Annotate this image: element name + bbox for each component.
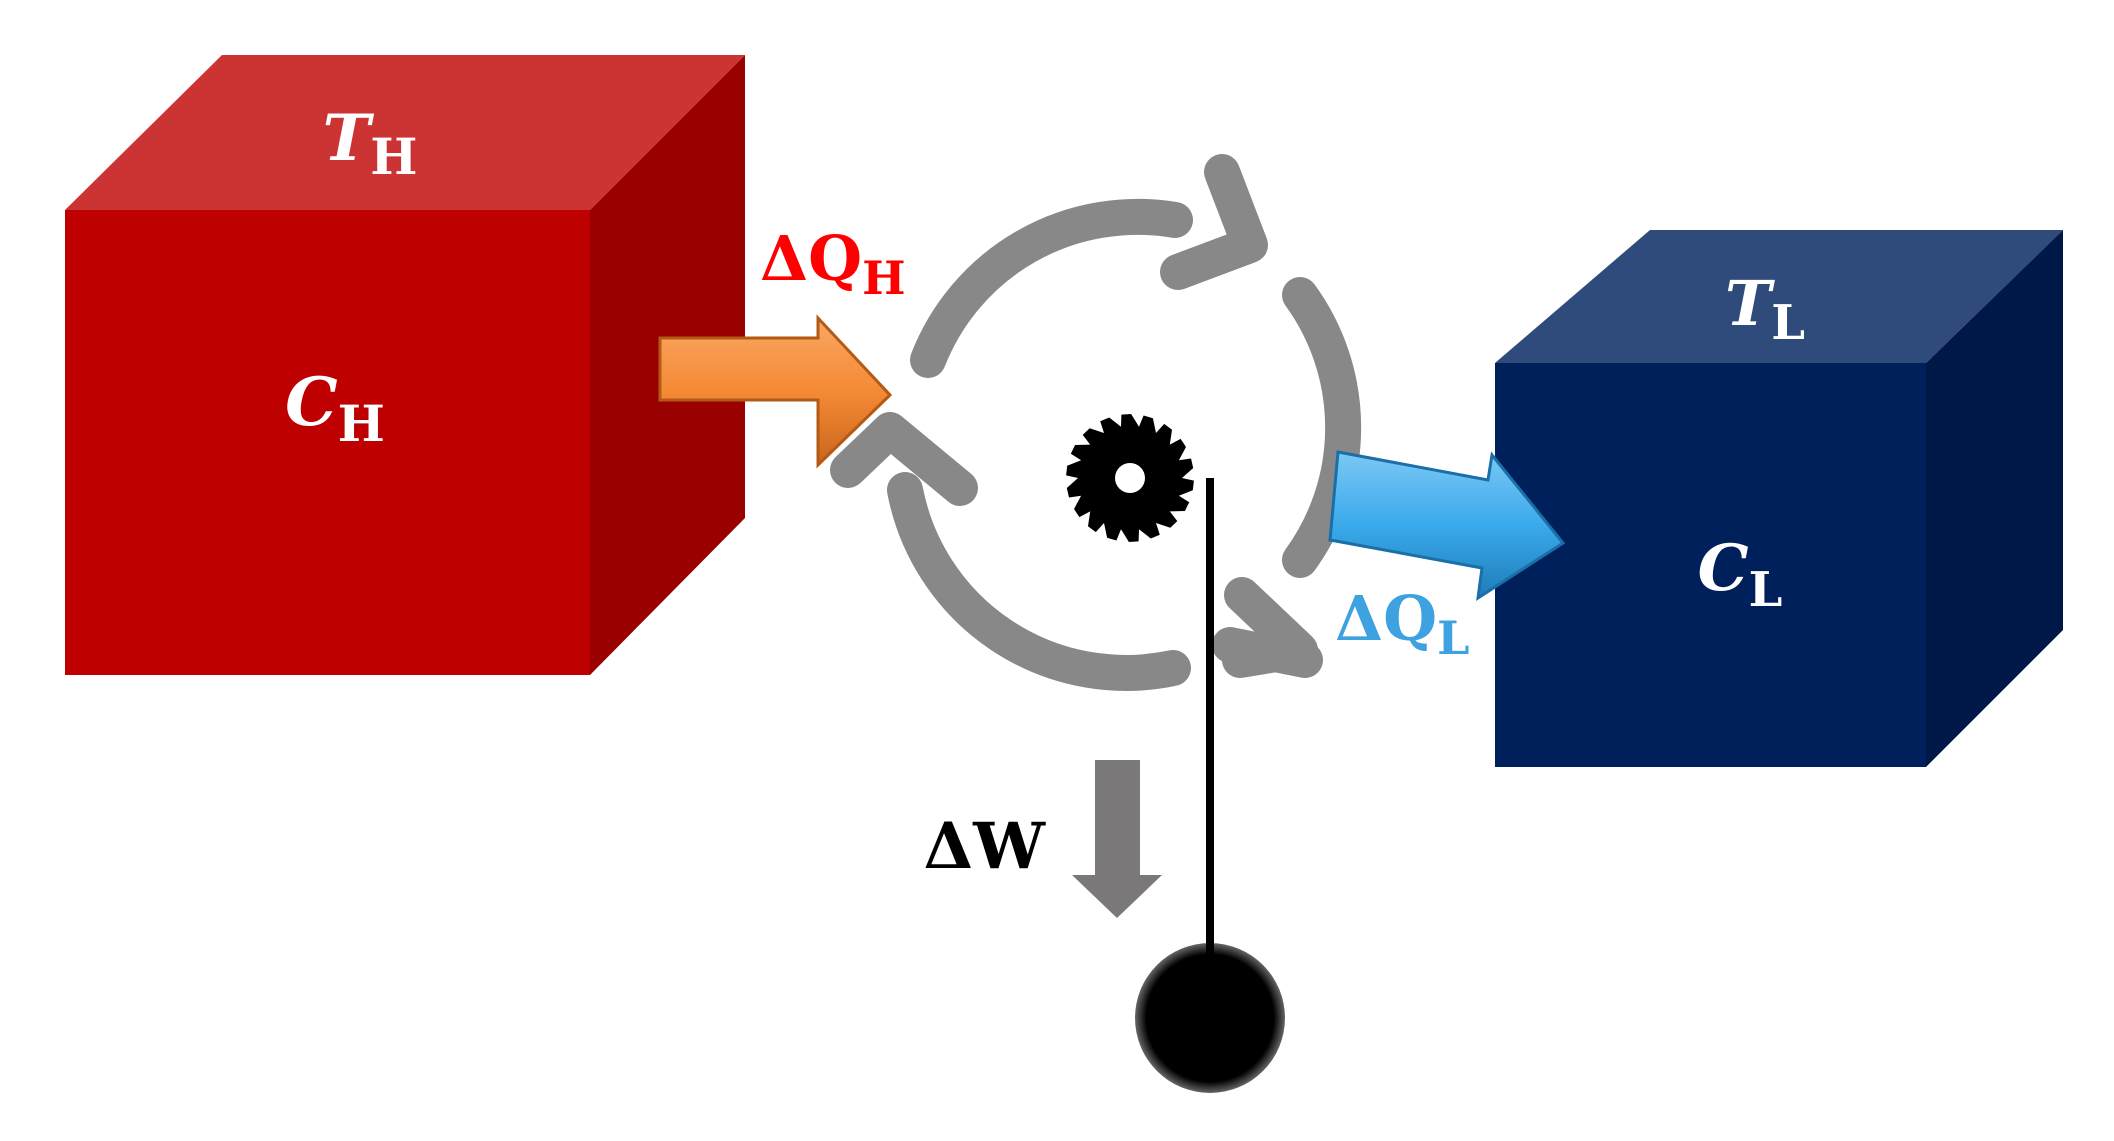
cold-reservoir-top-face: [1495, 230, 2063, 363]
hot-reservoir-top-face: [65, 55, 745, 210]
gear-icon: [1066, 414, 1194, 542]
cycle-arrow-right-tail: [1212, 627, 1323, 678]
heat-in-arrow-shape: [658, 314, 893, 469]
heat-in-label: ΔQH: [760, 222, 906, 305]
weight: [1135, 943, 1285, 1093]
cold-reservoir-side-face: [1926, 230, 2063, 767]
heat-out-label: ΔQL: [1335, 582, 1469, 665]
cold-reservoir-front-face: [1495, 363, 1926, 767]
cold-reservoir: TL CL: [1495, 230, 2063, 767]
hot-reservoir: TH CH: [65, 55, 745, 675]
cold-temperature-label: TL: [1725, 267, 1805, 351]
heat-in-arrow: [658, 314, 893, 469]
heat-out-arrow: [1328, 450, 1566, 602]
cycle-arrow-top: [910, 198, 1193, 378]
hot-heat-capacity-label: CH: [285, 363, 385, 453]
cold-heat-capacity-label: CL: [1698, 531, 1783, 618]
work-arrow: [1072, 760, 1162, 918]
work-label: ΔW: [923, 809, 1046, 884]
cycle-arrow-bottom: [887, 472, 1191, 691]
cycle-arrow-top-head: [1160, 154, 1268, 290]
hot-temperature-label: TH: [323, 101, 418, 186]
hot-reservoir-front-face: [65, 210, 590, 675]
heat-out-arrow-shape: [1328, 450, 1566, 602]
cycle-arrow-bottom-head: [830, 412, 978, 506]
cycle-arrow-right: [1282, 277, 1362, 578]
cycle-arrows: [830, 154, 1362, 691]
gear-hub: [1115, 463, 1145, 493]
